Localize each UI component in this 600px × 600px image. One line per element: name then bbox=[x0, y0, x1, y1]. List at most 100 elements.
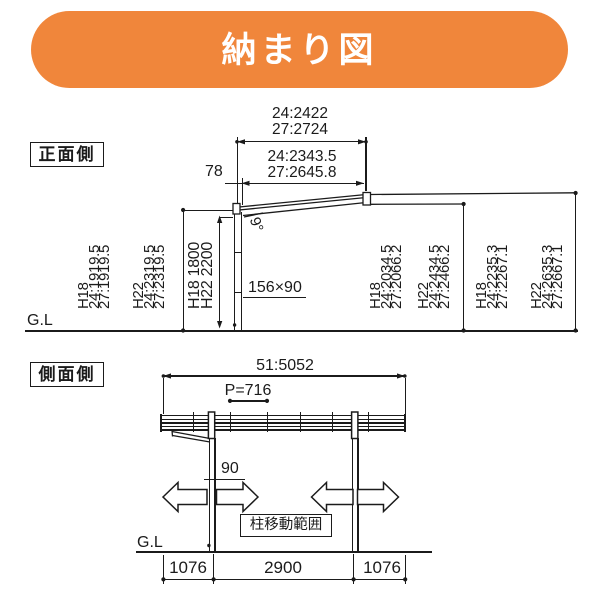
front-dim-line-inner bbox=[225, 182, 364, 184]
front-dim-line-total-height bbox=[575, 193, 577, 330]
front-dim-width-outer: 24:2422 27:2724 bbox=[271, 105, 329, 138]
side-bottom-ext-1 bbox=[163, 555, 165, 584]
front-post-joint-tick-lower bbox=[233, 292, 242, 294]
side-beam-top-line bbox=[171, 430, 211, 440]
side-roof-line-3 bbox=[160, 422, 406, 424]
arrowhead-post-height-bottom bbox=[217, 321, 223, 329]
front-ext-line-left-outer bbox=[237, 137, 239, 209]
front-roof-top-line bbox=[233, 193, 367, 209]
front-dim-line-height-left bbox=[182, 210, 184, 330]
side-beam-bottom-line bbox=[172, 434, 211, 443]
dot-pitch-left bbox=[227, 398, 233, 403]
dot-bottom-2 bbox=[211, 577, 216, 582]
dot-pitch-right bbox=[264, 398, 270, 403]
side-post-left-edge1 bbox=[208, 438, 211, 552]
move-arrow-left-2 bbox=[310, 480, 354, 514]
side-post-left-hanger bbox=[207, 411, 216, 440]
front-post-section-label: 156×90 bbox=[248, 279, 302, 296]
side-ground-line bbox=[136, 551, 432, 553]
side-roof-tick-5 bbox=[332, 411, 334, 432]
side-gl-label: G.L bbox=[137, 534, 163, 551]
dot-side-total-left bbox=[161, 374, 166, 378]
move-arrow-right-1 bbox=[215, 480, 260, 514]
dot-total-bottom bbox=[573, 328, 578, 333]
front-roof-right-cap bbox=[362, 191, 372, 206]
dot-side-post-foot bbox=[207, 543, 211, 548]
side-view-label-box: 側面側 bbox=[30, 362, 104, 387]
move-arrow-right-2 bbox=[356, 480, 400, 514]
front-connector-post-height bbox=[219, 217, 233, 219]
title-banner: 納まり図 bbox=[31, 11, 568, 88]
front-post-section-leader bbox=[243, 296, 306, 298]
front-roof-left-cap bbox=[232, 202, 241, 215]
arrowhead-outer-left bbox=[237, 139, 245, 145]
front-roof-beam-line bbox=[242, 201, 367, 217]
front-dim-line-outer bbox=[237, 141, 366, 143]
dot-bottom-1 bbox=[161, 577, 166, 582]
side-dim-panel-pitch: P=716 bbox=[224, 382, 272, 399]
side-post-right-hanger bbox=[350, 411, 359, 440]
front-gl-label: G.L bbox=[27, 312, 53, 329]
side-dim-bottom-right: 1076 bbox=[363, 558, 401, 577]
side-dim-line-bottom bbox=[163, 578, 405, 581]
side-view-label: 側面側 bbox=[38, 365, 96, 384]
front-connector-height-left bbox=[182, 210, 234, 212]
front-ext-line-left-inner bbox=[241, 178, 243, 205]
front-view-label-box: 正面側 bbox=[30, 142, 104, 167]
dot-eave-top bbox=[461, 201, 466, 207]
dot-height-left-bottom bbox=[181, 328, 186, 333]
front-dim-width-inner: 24:2343.5 27:2645.8 bbox=[267, 148, 337, 181]
move-range-box: 柱移動範囲 bbox=[240, 514, 332, 537]
side-roof-line-5 bbox=[160, 429, 406, 432]
dot-height-left-top bbox=[181, 207, 186, 213]
side-ext-line-total-right bbox=[404, 378, 406, 414]
side-beam-end-cap bbox=[171, 430, 174, 437]
side-bottom-ext-2 bbox=[213, 554, 215, 584]
front-post-right-edge bbox=[240, 212, 243, 330]
side-roof-line-1 bbox=[160, 415, 406, 417]
front-view-label: 正面側 bbox=[38, 145, 96, 164]
front-connector-total-height bbox=[370, 192, 576, 196]
side-roof-tick-6 bbox=[368, 411, 370, 432]
side-roof-tick-3 bbox=[267, 411, 269, 432]
move-range-label: 柱移動範囲 bbox=[249, 517, 323, 533]
side-dim-line-pitch bbox=[230, 400, 267, 402]
side-dim-line-total bbox=[163, 375, 405, 377]
side-roof-tick-2 bbox=[230, 411, 232, 432]
dot-total-top bbox=[573, 190, 578, 196]
arrowhead-side-total-left bbox=[163, 373, 171, 379]
front-dim-line-eave-height bbox=[463, 204, 465, 330]
front-dim-line-post-height bbox=[219, 217, 221, 327]
side-roof-tick-1 bbox=[193, 411, 195, 432]
side-post-width-label: 90 bbox=[221, 460, 239, 477]
side-roof-line-4 bbox=[160, 425, 406, 428]
side-post-left-edge2 bbox=[214, 438, 216, 552]
front-post-joint-tick-upper bbox=[233, 252, 242, 254]
front-dim-edge-offset: 78 bbox=[205, 163, 223, 180]
page-title: 納まり図 bbox=[221, 31, 378, 70]
side-roof-end-cap-right bbox=[404, 413, 406, 432]
dot-side-total-right bbox=[403, 374, 407, 378]
front-ground-line bbox=[25, 330, 578, 332]
dot-outer-right bbox=[364, 140, 368, 144]
side-bottom-ext-3 bbox=[353, 554, 355, 584]
front-angle-leader-line bbox=[243, 212, 264, 218]
front-ext-line-right bbox=[365, 137, 367, 191]
side-roof-line-2 bbox=[160, 418, 406, 421]
dot-bottom-3 bbox=[351, 577, 356, 582]
dot-eave-bottom bbox=[461, 328, 466, 333]
side-dim-bottom-left: 1076 bbox=[169, 558, 207, 577]
side-roof-tick-4 bbox=[300, 411, 302, 432]
side-dim-bottom-center: 2900 bbox=[264, 558, 302, 577]
arrowhead-inner-left bbox=[241, 180, 250, 186]
side-roof-end-cap-left bbox=[160, 413, 162, 432]
arrowhead-post-height-top bbox=[217, 215, 223, 223]
move-arrow-left-1 bbox=[161, 480, 208, 514]
arrowhead-outer-right bbox=[358, 139, 366, 145]
side-bottom-ext-4 bbox=[404, 555, 406, 584]
front-post-left-edge bbox=[233, 212, 236, 330]
side-post-width-leader bbox=[204, 478, 245, 480]
side-dim-total-length: 51:5052 bbox=[256, 357, 314, 374]
